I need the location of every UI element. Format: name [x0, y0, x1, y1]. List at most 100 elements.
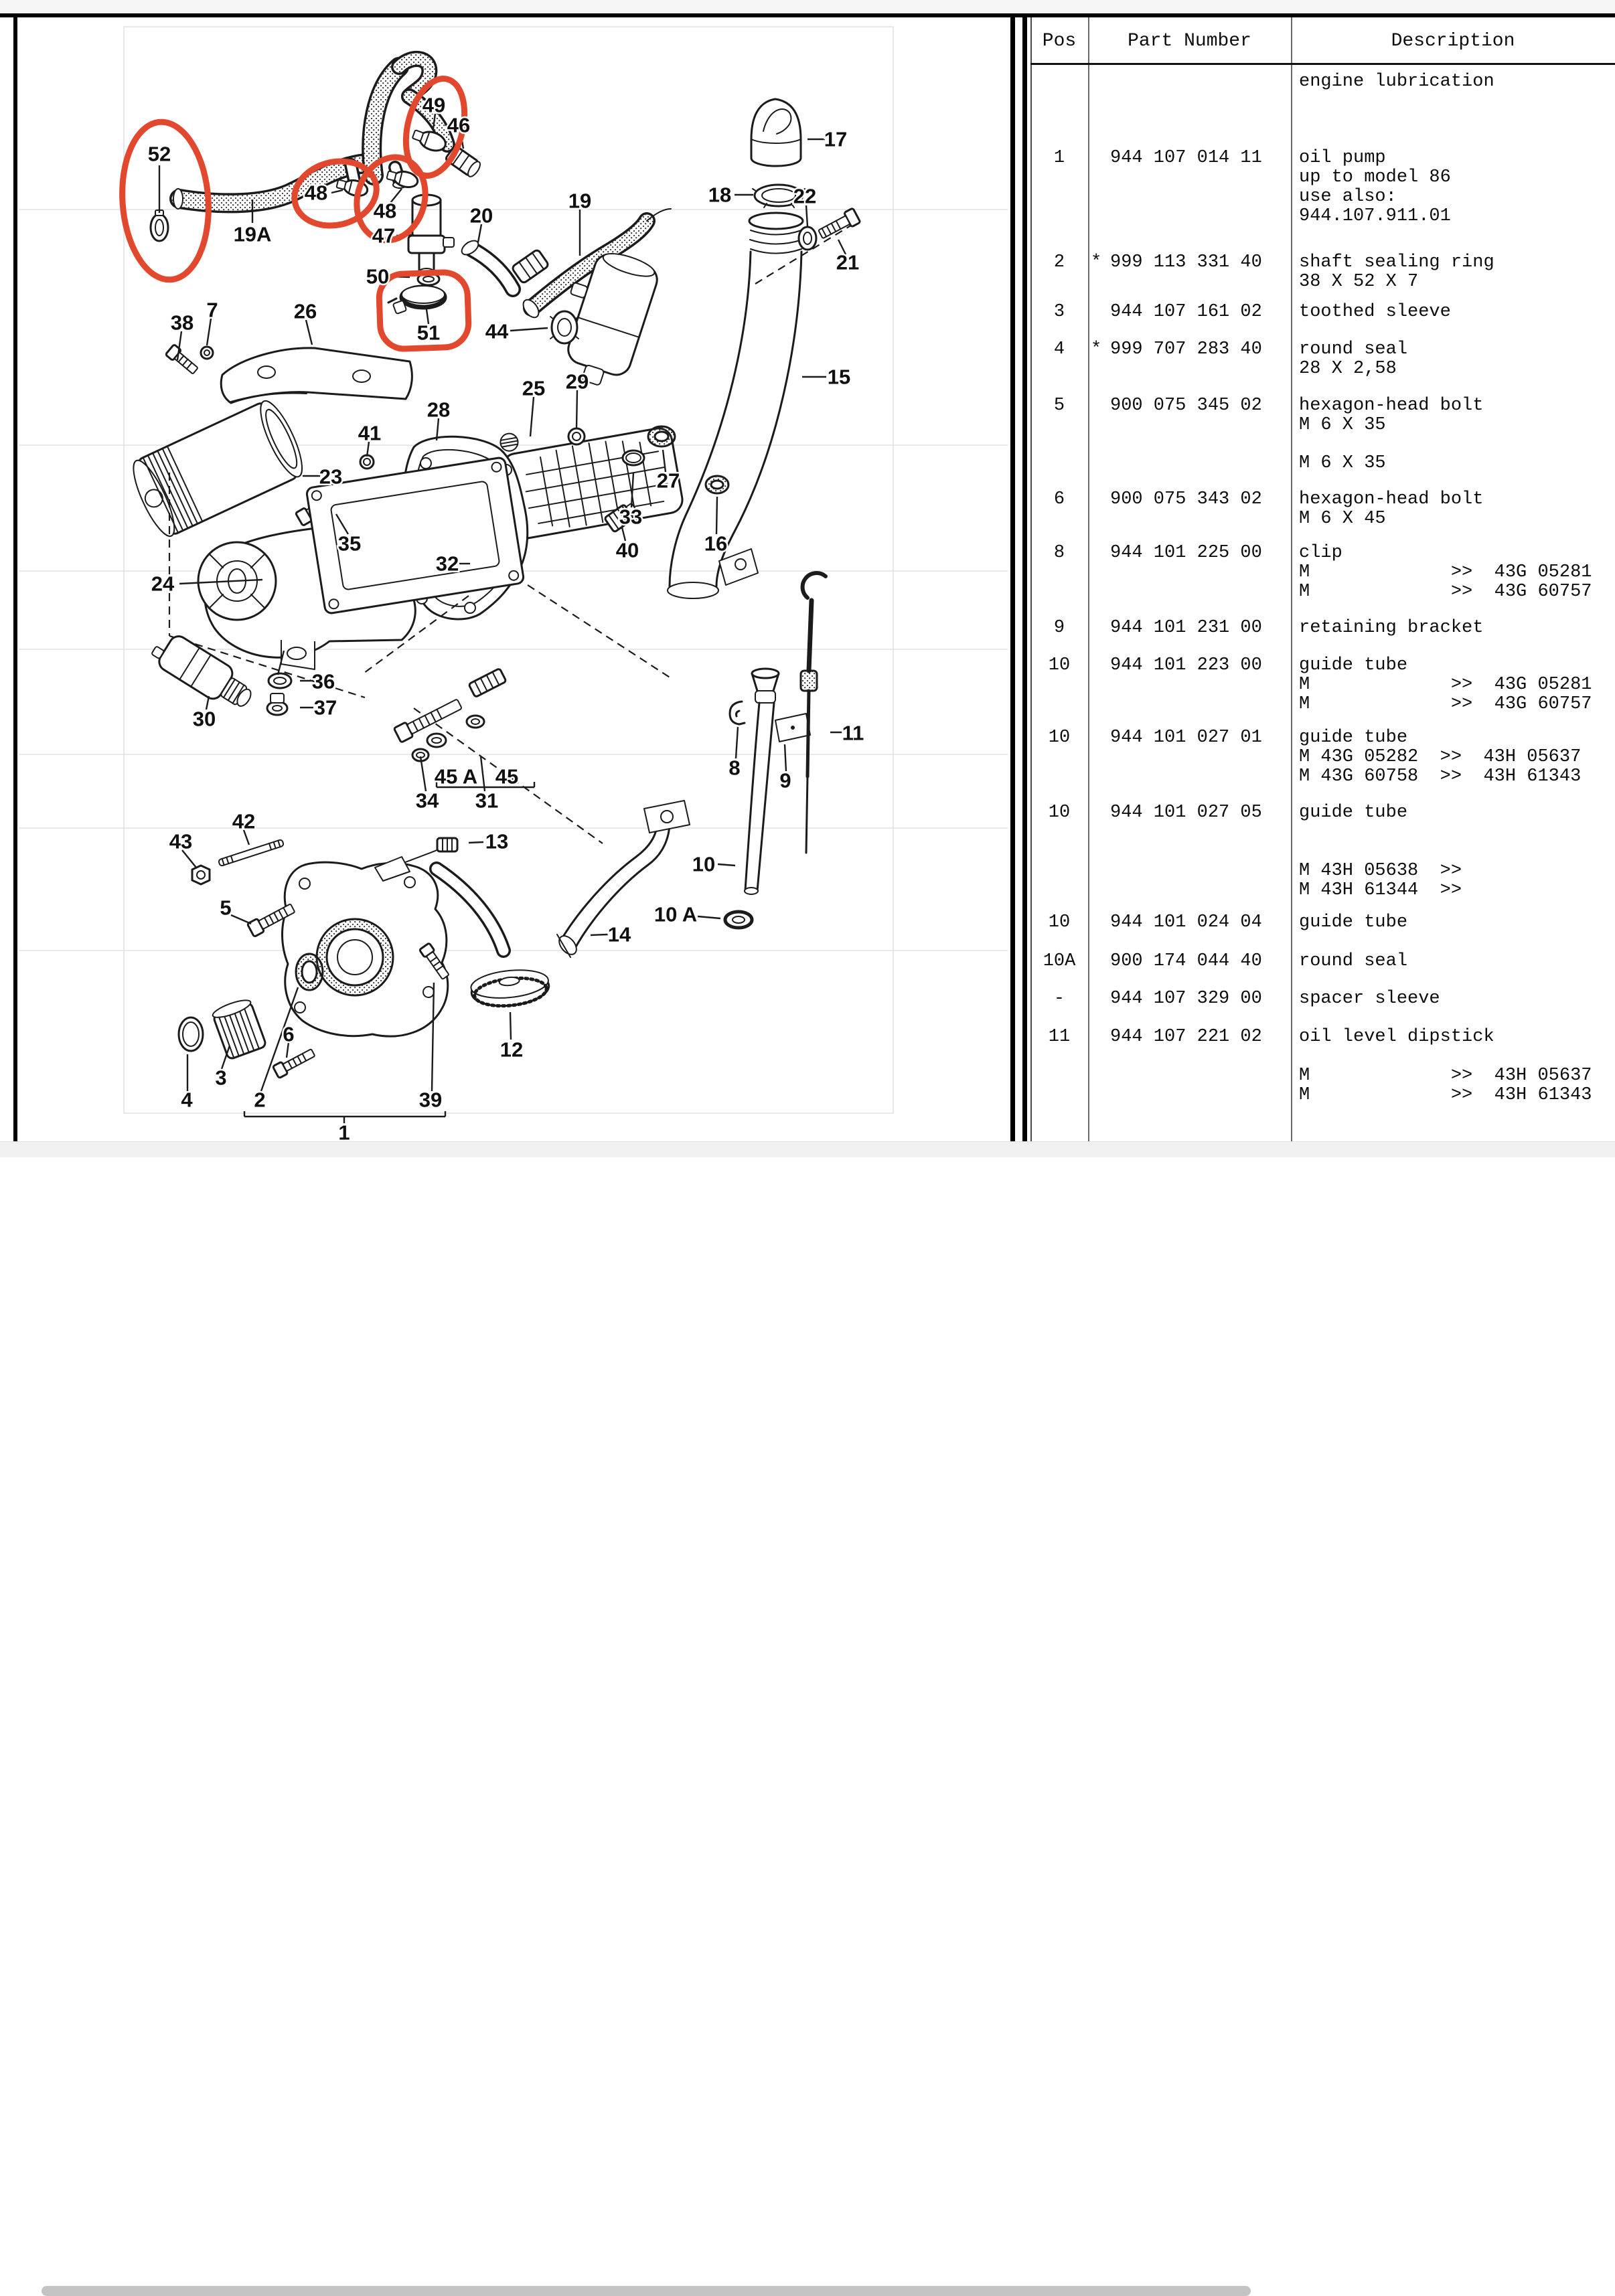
table-row-text: M >> 43G 60757 — [1299, 582, 1592, 602]
diagram-callout-44: 44 — [485, 320, 509, 343]
diagram-callout-10: 10 — [692, 853, 715, 876]
diagram-callout-2: 2 — [254, 1088, 265, 1112]
table-row-text: retaining bracket — [1299, 618, 1484, 638]
table-row-text: guide tube — [1299, 803, 1408, 823]
bolt-5 — [246, 904, 295, 937]
table-col-divider — [1088, 17, 1089, 1141]
horizontal-scrollbar-track[interactable] — [0, 1141, 1615, 2296]
red-annotations — [119, 76, 472, 352]
bolt-21 — [818, 208, 861, 239]
table-row-text: 944 107 161 02 — [1110, 302, 1262, 322]
table-row-text: 10A — [1043, 951, 1076, 971]
fitting-46 — [445, 145, 481, 177]
hose-clamp-48b — [386, 170, 419, 189]
vent-hose-19A — [169, 51, 455, 214]
table-row-text: M >> 43H 61343 — [1299, 1085, 1592, 1105]
hose-19 — [522, 208, 672, 319]
diagram-callout-32: 32 — [436, 552, 459, 576]
elbow-hose-20 — [461, 240, 549, 297]
pump-housing-24 — [168, 457, 674, 844]
nut-13 — [436, 837, 459, 853]
table-row-text: M >> 43G 05281 — [1299, 675, 1592, 695]
diagram-callout-10A: 10 A — [654, 903, 697, 926]
vent-valve-47 — [407, 193, 455, 276]
ring-33 — [621, 449, 645, 467]
table-row-text: 11 — [1048, 1027, 1071, 1047]
diagram-callout-11: 11 — [842, 722, 864, 745]
seal-ring-18 — [752, 183, 805, 208]
hose-clamp-51 — [387, 284, 447, 315]
table-left-border — [1030, 17, 1032, 1141]
table-row-text: 944 101 231 00 — [1110, 618, 1262, 638]
diagram-callout-7: 7 — [206, 299, 218, 322]
diagram-callout-46: 46 — [447, 114, 470, 137]
washer-7 — [200, 345, 214, 360]
table-row-text: M >> 43H 05637 — [1299, 1066, 1592, 1086]
torx-screw-32 — [469, 552, 492, 575]
diagram-callout-40: 40 — [616, 539, 639, 562]
table-row-text: 38 X 52 X 7 — [1299, 272, 1419, 292]
diagram-callout-13: 13 — [485, 830, 508, 853]
diagram-callout-30: 30 — [193, 708, 216, 731]
threaded-plug-40 — [604, 503, 638, 533]
table-row-text: hexagon-head bolt — [1299, 489, 1484, 509]
diagram-callout-48: 48 — [374, 199, 396, 223]
leader-lines — [158, 113, 847, 1123]
diagram-callout-14: 14 — [608, 923, 631, 947]
diagram-callout-45: 45 — [495, 765, 518, 789]
diagram-callout-3: 3 — [215, 1066, 226, 1090]
seal-ring-16 — [704, 475, 730, 495]
pump-cover-1 — [281, 844, 449, 1038]
pressure-sender-30 — [151, 635, 252, 707]
table-row-text: 944 107 014 11 — [1110, 148, 1262, 168]
table-row-text: 944.107.911.01 — [1299, 206, 1451, 226]
diagram-callout-24: 24 — [151, 572, 175, 596]
table-row-text: 5 — [1053, 396, 1065, 416]
diagram-callout-16: 16 — [704, 532, 727, 556]
col-header-pos: Pos — [1042, 31, 1077, 52]
table-row-text: 944 101 223 00 — [1110, 655, 1262, 675]
table-row-text: round seal — [1299, 951, 1408, 971]
plug-37 — [266, 693, 289, 716]
table-row-text: M >> 43G 05281 — [1299, 562, 1592, 582]
table-row-text: guide tube — [1299, 728, 1408, 748]
diagram-callout-15: 15 — [828, 365, 850, 389]
table-row-text: engine lubrication — [1299, 72, 1494, 92]
gasket-28 — [402, 435, 529, 621]
diagram-callout-17: 17 — [824, 128, 847, 151]
diagram-callout-19: 19 — [568, 189, 591, 213]
diagram-callout-9: 9 — [779, 769, 791, 793]
table-row-text: M 43G 05282 >> 43H 05637 — [1299, 747, 1582, 767]
table-row-text: 999 113 331 40 — [1110, 252, 1262, 272]
diagram-callout-25: 25 — [522, 377, 545, 400]
table-row-text: 944 101 225 00 — [1110, 543, 1262, 563]
table-row-text: * — [1091, 339, 1102, 359]
table-row-text: 8 — [1053, 543, 1065, 563]
diagram-callout-38: 38 — [171, 311, 194, 335]
plate-9 — [775, 713, 811, 742]
guide-tube-10 — [744, 667, 780, 895]
table-row-text: 944 101 024 04 — [1110, 912, 1262, 932]
diagram-callout-48: 48 — [305, 181, 327, 205]
panel-separator-line — [1010, 17, 1015, 1141]
diagram-callout-22: 22 — [793, 185, 816, 208]
breather-canister — [567, 252, 658, 386]
diagram-callout-42: 42 — [232, 810, 255, 833]
table-row-text: 10 — [1048, 655, 1071, 675]
bolt-39 — [418, 942, 449, 980]
filler-cap-17 — [750, 98, 802, 167]
scan-gridlines — [19, 26, 1008, 1114]
horizontal-scrollbar-thumb[interactable] — [42, 2286, 1251, 2296]
diagram-callout-20: 20 — [470, 204, 493, 228]
diagram-callout-41: 41 — [358, 422, 381, 445]
oil-cooler-25 — [495, 427, 684, 540]
diagram-callout-5: 5 — [220, 896, 231, 920]
col-header-desc: Description — [1391, 31, 1515, 52]
diagram-callout-21: 21 — [836, 251, 859, 274]
nut-43 — [191, 864, 211, 886]
table-row-text: 6 — [1053, 489, 1065, 509]
round-seal-4 — [177, 1016, 204, 1052]
hose-clamp-49 — [412, 129, 447, 152]
diagram-callout-23: 23 — [319, 465, 342, 489]
o-ring-29 — [567, 427, 586, 446]
